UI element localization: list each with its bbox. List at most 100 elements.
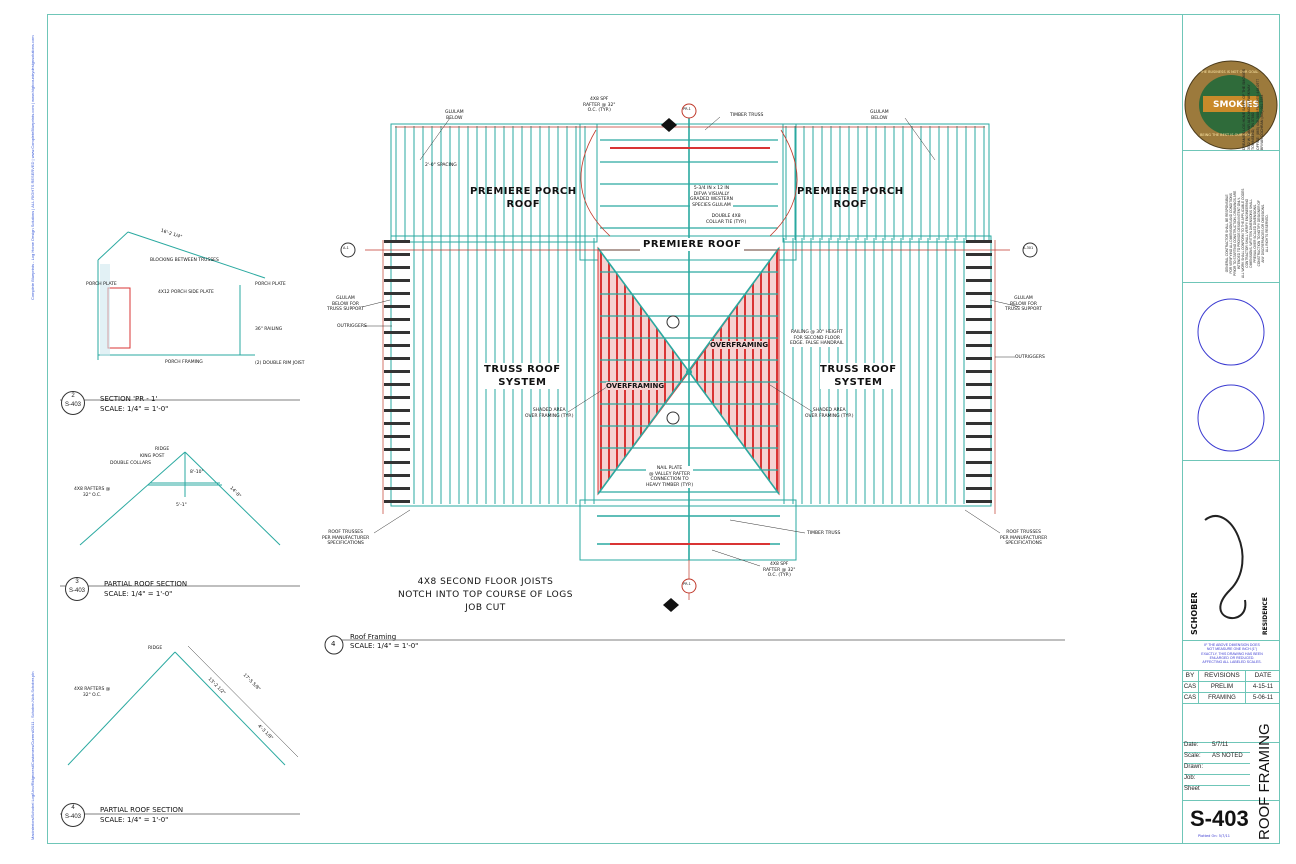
outrigger xyxy=(966,331,992,334)
section1-note-railing: 36" RAILING xyxy=(255,327,283,332)
schober-brand: SCHOBER xyxy=(1190,592,1199,635)
section3-dim-1: 8'-10" xyxy=(190,470,204,475)
outrigger xyxy=(384,292,410,295)
revision-row: CAS FRAMING 5-06-11 xyxy=(1182,693,1280,704)
outrigger xyxy=(384,331,410,334)
outrigger xyxy=(966,266,992,269)
section1-note-plate: PORCH PLATE xyxy=(86,282,117,287)
outrigger xyxy=(966,240,992,243)
outrigger xyxy=(384,318,410,321)
section4-ridge: RIDGE xyxy=(148,646,163,651)
outrigger xyxy=(384,487,410,490)
logo-bottom-text: BEING THE BEST IS OUR GOAL xyxy=(1200,133,1254,137)
outrigger xyxy=(384,370,410,373)
section-4-drawing xyxy=(67,645,299,766)
overframing-shade-right xyxy=(688,246,780,496)
outrigger xyxy=(384,422,410,425)
outrigger xyxy=(966,435,992,438)
timber-truss-bottom: TIMBER TRUSS xyxy=(807,531,841,536)
sheet-number: S-403 xyxy=(1190,806,1249,831)
section3-kingpost: KING POST xyxy=(140,454,165,459)
outrigger xyxy=(966,292,992,295)
porch-roof-left-outline xyxy=(390,123,598,243)
outrigger xyxy=(966,461,992,464)
outrigger xyxy=(966,474,992,477)
outriggers-right-marks xyxy=(966,240,992,503)
porch-rafters-right xyxy=(785,126,985,240)
section1-scale: SCALE: 1/4" = 1'-0" xyxy=(100,405,169,413)
outrigger xyxy=(384,305,410,308)
section3-collars: DOUBLE COLLARS xyxy=(110,461,152,466)
section4-title: PARTIAL ROOF SECTION xyxy=(100,806,184,814)
section3-scale: SCALE: 1/4" = 1'-0" xyxy=(104,590,173,598)
tag-pr1-bottom: PR-1 xyxy=(683,582,691,586)
sheet-info: Date:5/7/11 Scale:AS NOTED Drawn: Job: S… xyxy=(1184,742,1250,796)
outrigger xyxy=(966,448,992,451)
outrigger xyxy=(384,409,410,412)
outriggers-right: OUTRIGGERS xyxy=(1015,355,1045,360)
premiere-roof-label: PREMIERE ROOF xyxy=(640,238,745,251)
lower-timber-outline xyxy=(579,499,797,561)
outrigger xyxy=(384,344,410,347)
section-3-drawing xyxy=(79,451,281,546)
overframing-label-1: OVERFRAMING xyxy=(710,341,769,349)
overframing-label-2: OVERFRAMING xyxy=(606,382,665,390)
rev-header-date: DATE xyxy=(1254,672,1272,679)
section1-note-framing: PORCH FRAMING xyxy=(165,360,203,365)
drawing-sheet-border xyxy=(47,14,1280,844)
stamp-circle-1 xyxy=(1197,298,1265,366)
section1-note-blocking: BLOCKING BETWEEN TRUSSES xyxy=(150,258,219,263)
outrigger xyxy=(966,318,992,321)
porch-roof-right-outline xyxy=(782,123,990,243)
section1-note-sideplate: 4X12 PORCH SIDE PLATE xyxy=(158,290,214,295)
outriggers-left: OUTRIGGERS xyxy=(337,324,367,329)
roof-framing-detail-bubble xyxy=(324,635,344,655)
sheet-title: ROOF FRAMING xyxy=(1256,723,1273,840)
logo-brand: SMOKIES xyxy=(1213,100,1260,110)
tag-a301-right: A-301 xyxy=(1023,246,1034,250)
outrigger xyxy=(966,357,992,360)
overframing-shade-left xyxy=(597,246,690,496)
outrigger xyxy=(966,409,992,412)
outrigger xyxy=(384,474,410,477)
revisions-table: BY REVISIONS DATE CAS PRELIM 4-15-11 CAS… xyxy=(1182,670,1280,704)
outrigger xyxy=(966,396,992,399)
section4-rafters: 4X8 RAFTERS @32" O.C. xyxy=(74,687,111,698)
outrigger xyxy=(966,500,992,503)
roof-framing-title: Roof Framing xyxy=(350,633,397,641)
logo-top-text: THE BUSINESS IS NOT OUR GOAL xyxy=(1200,70,1259,74)
outrigger xyxy=(966,370,992,373)
outrigger xyxy=(384,461,410,464)
valley-intersection-node xyxy=(686,369,692,375)
outrigger xyxy=(966,487,992,490)
outrigger xyxy=(384,396,410,399)
outrigger xyxy=(384,357,410,360)
section4-scale: SCALE: 1/4" = 1'-0" xyxy=(100,816,169,824)
outrigger xyxy=(966,344,992,347)
timber-truss-top: TIMBER TRUSS xyxy=(730,113,764,118)
porch-rafters-left xyxy=(395,126,586,240)
section3-dim-2: 5'-1" xyxy=(176,503,187,508)
roof-framing-number: 4 xyxy=(331,640,336,648)
section3-title: PARTIAL ROOF SECTION xyxy=(104,580,188,588)
rev-header-by: BY xyxy=(1182,670,1199,681)
outrigger xyxy=(966,279,992,282)
title-block xyxy=(1182,14,1280,844)
